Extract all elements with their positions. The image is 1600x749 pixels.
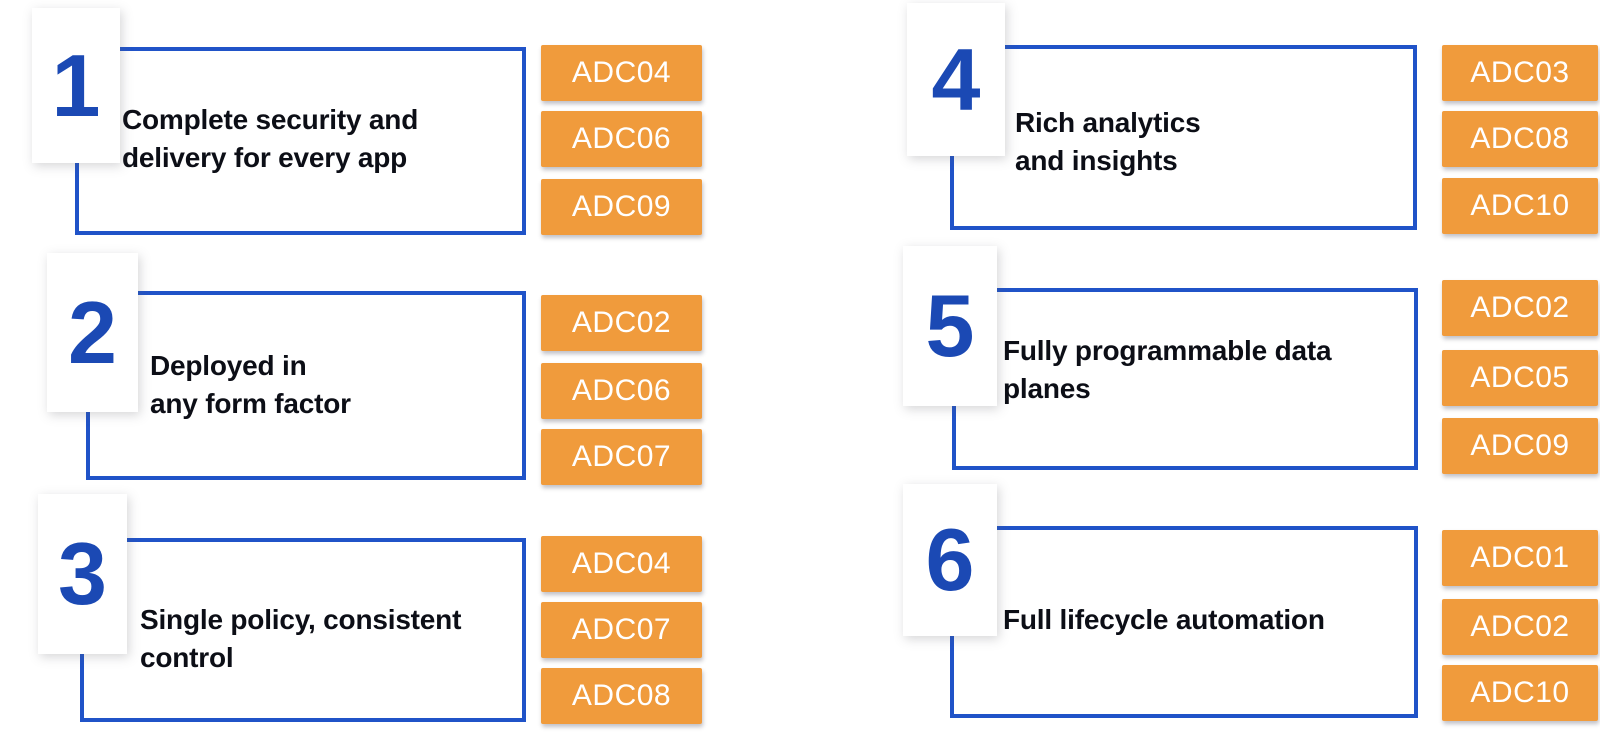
step-number: 6	[925, 510, 975, 609]
step-number: 4	[931, 29, 981, 129]
adc-badge: ADC05	[1442, 350, 1598, 406]
adc-badge: ADC06	[541, 111, 702, 167]
step-number-card: 6	[903, 484, 997, 636]
adc-badge: ADC02	[541, 295, 702, 351]
step-number: 2	[68, 282, 117, 382]
adc-badge: ADC09	[1442, 418, 1598, 474]
feature-description: Single policy, consistent control	[140, 604, 462, 673]
feature-description: Full lifecycle automation	[1003, 604, 1325, 635]
step-number: 1	[51, 35, 101, 135]
step-number-card: 3	[38, 494, 127, 654]
step-number-card: 4	[907, 3, 1005, 156]
adc-badge: ADC04	[541, 45, 702, 101]
adc-badge: ADC03	[1442, 45, 1598, 101]
adc-badge: ADC01	[1442, 530, 1598, 586]
feature-description: Complete security and delivery for every…	[122, 104, 419, 173]
adc-badge: ADC02	[1442, 599, 1598, 655]
step-number: 5	[925, 276, 975, 375]
adc-badge: ADC08	[541, 668, 702, 724]
step-number-card: 1	[32, 8, 120, 163]
feature-description: Rich analytics and insights	[1015, 107, 1201, 176]
adc-badge: ADC08	[1442, 111, 1598, 167]
adc-badge: ADC07	[541, 429, 702, 485]
step-number: 3	[58, 524, 107, 623]
adc-badge: ADC04	[541, 536, 702, 592]
adc-badge: ADC07	[541, 602, 702, 658]
feature-description: Deployed in any form factor	[150, 350, 351, 419]
adc-badge: ADC06	[541, 363, 702, 419]
step-number-card: 2	[47, 253, 138, 412]
adc-badge: ADC02	[1442, 280, 1598, 336]
feature-description: Fully programmable data planes	[1003, 335, 1332, 404]
adc-badge: ADC10	[1442, 178, 1598, 234]
adc-badge: ADC10	[1442, 665, 1598, 721]
step-number-card: 5	[903, 246, 997, 406]
adc-badge: ADC09	[541, 179, 702, 235]
